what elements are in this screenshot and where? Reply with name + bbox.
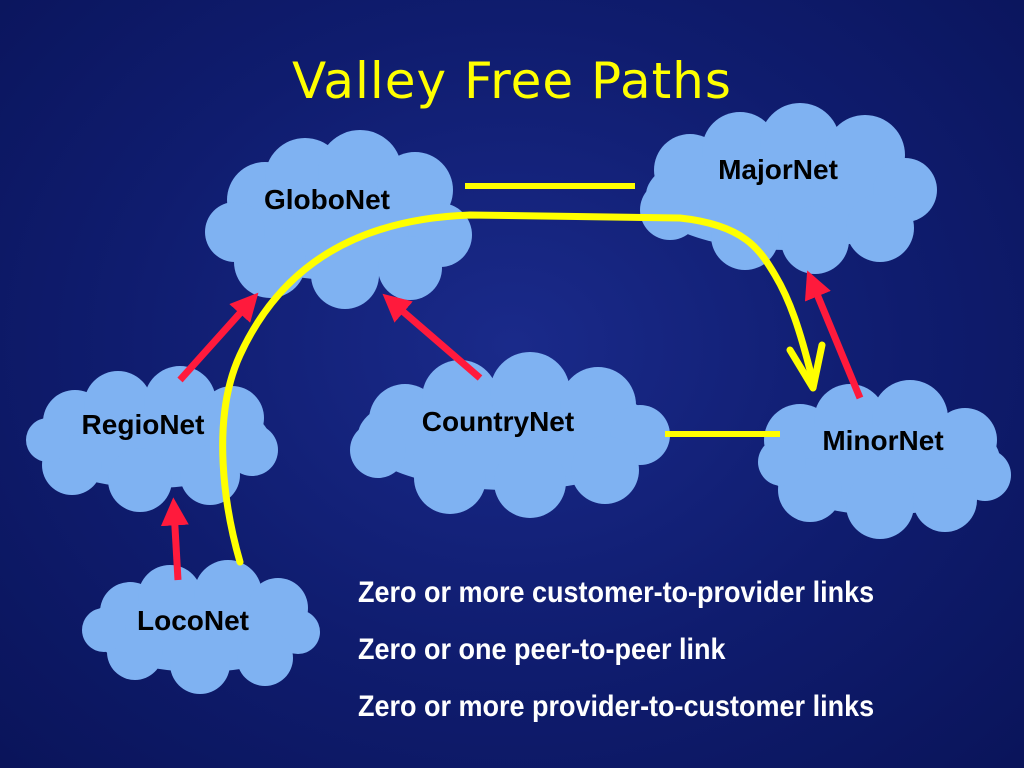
node-label-loconet: LocoNet (137, 605, 249, 636)
bullet-list: Zero or more customer-to-provider links … (358, 564, 874, 735)
cloud-globonet: GloboNet (205, 130, 472, 309)
node-label-majornet: MajorNet (718, 154, 838, 185)
bullet-item: Zero or more customer-to-provider links (358, 576, 875, 609)
path-arrowhead-icon (786, 341, 826, 392)
arrow-countrynet-to-globonet (382, 293, 483, 381)
arrow-loconet-to-regionet (160, 497, 189, 581)
node-label-minornet: MinorNet (822, 425, 943, 456)
node-label-countrynet: CountryNet (422, 406, 574, 437)
cloud-minornet: MinorNet (758, 380, 1011, 539)
bullet-item: Zero or more provider-to-customer links (358, 690, 875, 723)
slide-title: Valley Free Paths (292, 52, 732, 110)
cloud-countrynet: CountryNet (350, 352, 670, 518)
node-label-globonet: GloboNet (264, 184, 390, 215)
arrow-regionet-to-globonet (177, 292, 259, 383)
node-label-regionet: RegioNet (82, 409, 205, 440)
cloud-majornet: MajorNet (640, 103, 937, 274)
valley-free-path (219, 211, 816, 566)
cloud-regionet: RegioNet (26, 366, 278, 512)
bullet-item: Zero or one peer-to-peer link (358, 633, 726, 666)
cloud-loconet: LocoNet (82, 560, 320, 694)
arrow-minornet-to-majornet (804, 270, 864, 400)
